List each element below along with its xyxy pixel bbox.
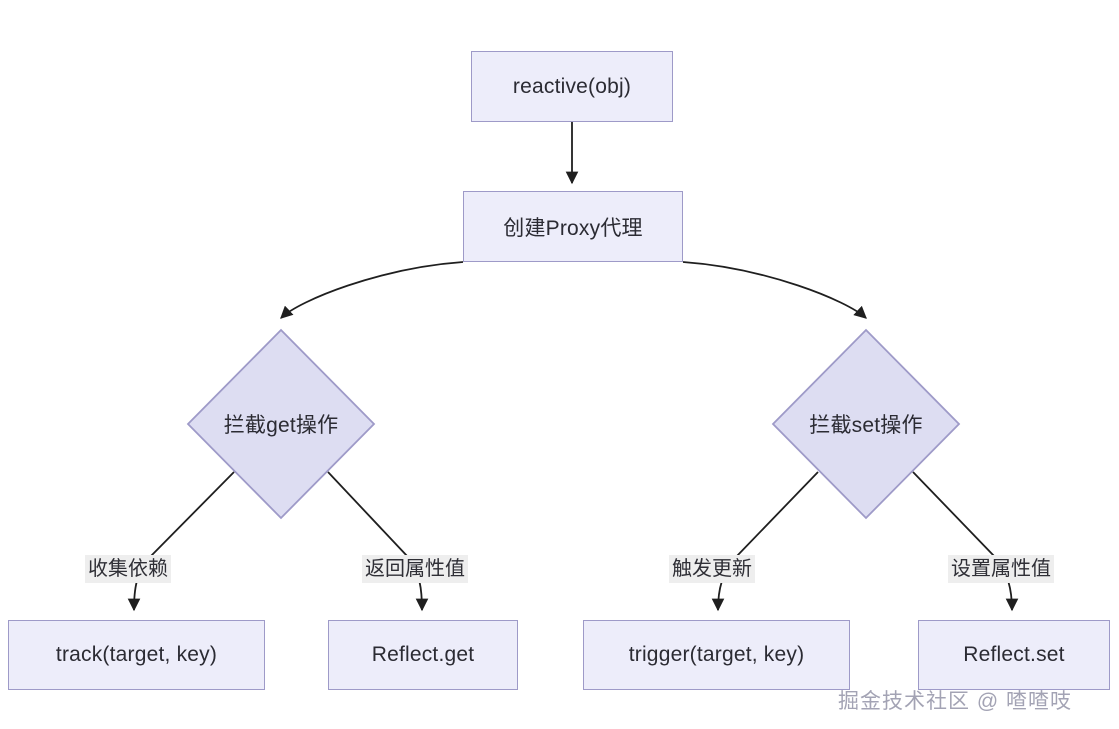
- node-intercept-get-label: 拦截get操作: [223, 414, 339, 437]
- node-create-proxy[interactable]: 创建Proxy代理: [463, 191, 683, 262]
- watermark: 掘金技术社区 @ 喳喳吱: [838, 690, 1072, 713]
- node-reflect-get[interactable]: Reflect.get: [328, 620, 518, 690]
- edge-proxy-to-get: [280, 261, 464, 319]
- node-trigger-label: trigger(target, key): [628, 643, 805, 666]
- node-reflect-set-label: Reflect.set: [963, 643, 1065, 666]
- node-create-proxy-label: 创建Proxy代理: [503, 216, 643, 240]
- node-reactive[interactable]: reactive(obj): [471, 51, 673, 122]
- edge-label-set-property-value: 设置属性值: [948, 555, 1054, 583]
- node-track[interactable]: track(target, key): [8, 620, 265, 690]
- node-reflect-get-label: Reflect.get: [371, 643, 475, 666]
- node-trigger[interactable]: trigger(target, key): [583, 620, 850, 690]
- node-reflect-set[interactable]: Reflect.set: [918, 620, 1110, 690]
- edge-label-return-property-value: 返回属性值: [362, 555, 468, 583]
- node-intercept-get[interactable]: 拦截get操作: [186, 328, 376, 520]
- diamond-get-shape: [186, 328, 376, 520]
- node-track-label: track(target, key): [55, 643, 218, 666]
- edge-proxy-to-set: [682, 261, 867, 319]
- node-reactive-label: reactive(obj): [512, 74, 632, 98]
- node-intercept-set[interactable]: 拦截set操作: [771, 328, 961, 520]
- node-intercept-set-label: 拦截set操作: [809, 414, 923, 437]
- edge-label-collect-dependency: 收集依赖: [85, 555, 171, 583]
- diamond-set-shape: [771, 328, 961, 520]
- edge-label-trigger-update: 触发更新: [669, 555, 755, 583]
